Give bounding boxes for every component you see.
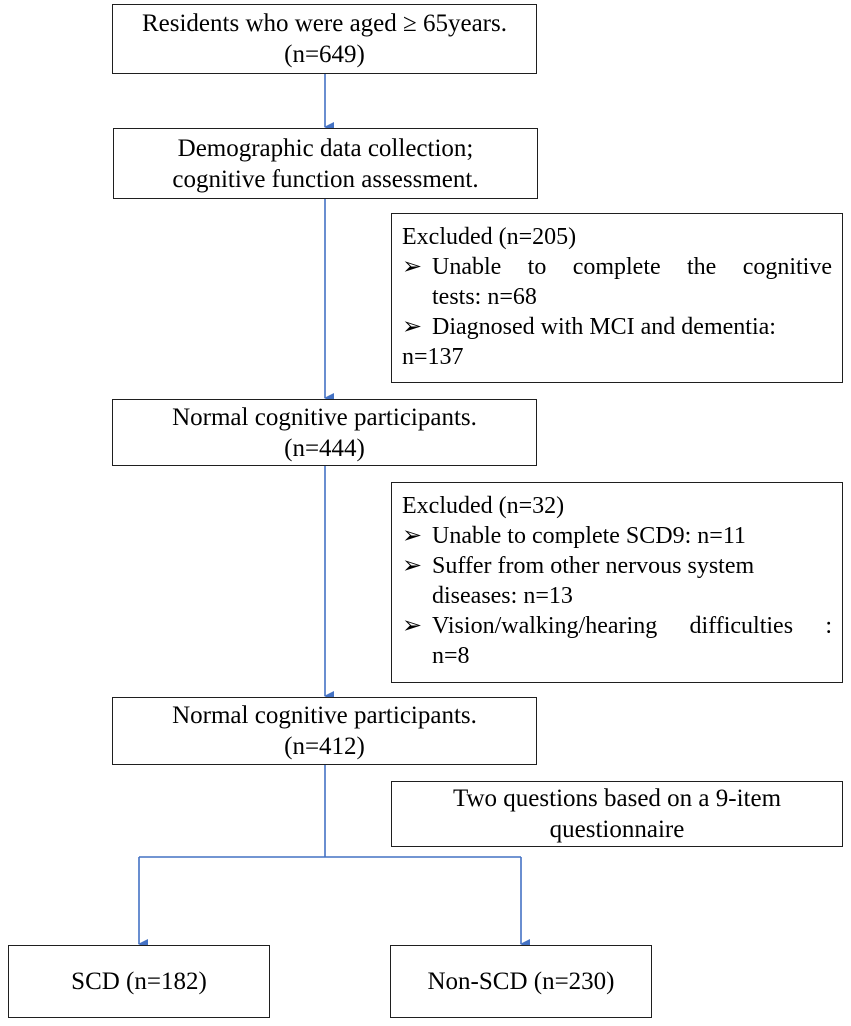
bullet-arrow-icon: ➢ [402, 523, 423, 549]
bullet-arrow-icon: ➢ [402, 553, 423, 579]
questions-line1: Two questions based on a 9-item [452, 785, 782, 812]
exclusion1-title: Excluded (n=205) [402, 224, 577, 250]
questions-line2: questionnaire [549, 816, 685, 843]
exclusion2-item3-line1: Vision/walking/hearing difficulties : [432, 613, 832, 639]
exclusion2-box: Excluded (n=32) ➢ Unable to complete SCD… [391, 482, 843, 683]
residents-line2: (n=649) [284, 41, 365, 68]
exclusion2-item1-line1: Unable to complete SCD9: n=11 [432, 523, 746, 549]
questions-box: Two questions based on a 9-item question… [391, 781, 843, 847]
bullet-arrow-icon: ➢ [402, 613, 423, 639]
residents-box: Residents who were aged ≥ 65years. (n=64… [112, 4, 537, 74]
bullet-arrow-icon: ➢ [402, 254, 423, 280]
exclusion1-item: ➢ Unable to complete the cognitive tests… [402, 252, 832, 312]
exclusion2-item: ➢ Unable to complete SCD9: n=11 [402, 521, 832, 551]
exclusion1-item1-line1: Unable to complete the cognitive [432, 254, 832, 280]
collection-box: Demographic data collection; cognitive f… [113, 128, 538, 199]
collection-line2: cognitive function assessment. [172, 165, 479, 193]
scd-box: SCD (n=182) [8, 945, 270, 1018]
nonscd-label: Non-SCD (n=230) [427, 968, 615, 995]
bullet-arrow-icon: ➢ [402, 314, 423, 340]
normal412-line2: (n=412) [284, 733, 365, 760]
exclusion1-item1-line2: tests: n=68 [432, 284, 537, 310]
residents-line1: Residents who were aged ≥ 65years. [141, 10, 507, 37]
exclusion2-item2-line2: diseases: n=13 [432, 583, 573, 609]
exclusion1-item2-line2: n=137 [402, 344, 464, 370]
exclusion1-item2-line1: Diagnosed with MCI and dementia: [432, 314, 776, 340]
exclusion2-item: ➢ Suffer from other nervous system disea… [402, 551, 832, 611]
exclusion2-title: Excluded (n=32) [402, 493, 565, 519]
exclusion2-item: ➢ Vision/walking/hearing difficulties : … [402, 611, 832, 671]
scd-label: SCD (n=182) [71, 968, 207, 995]
exclusion2-item3-line2: n=8 [432, 643, 470, 669]
normal444-line2: (n=444) [284, 434, 365, 462]
exclusion1-item: ➢ Diagnosed with MCI and dementia: n=137 [402, 312, 832, 372]
normal444-box: Normal cognitive participants. (n=444) [112, 399, 537, 466]
collection-line1: Demographic data collection; [177, 134, 474, 162]
nonscd-box: Non-SCD (n=230) [390, 945, 652, 1018]
exclusion2-item2-line1: Suffer from other nervous system [432, 553, 755, 579]
exclusion1-box: Excluded (n=205) ➢ Unable to complete th… [391, 213, 843, 383]
normal444-line1: Normal cognitive participants. [172, 403, 477, 431]
normal412-line1: Normal cognitive participants. [172, 702, 477, 729]
normal412-box: Normal cognitive participants. (n=412) [112, 697, 537, 765]
